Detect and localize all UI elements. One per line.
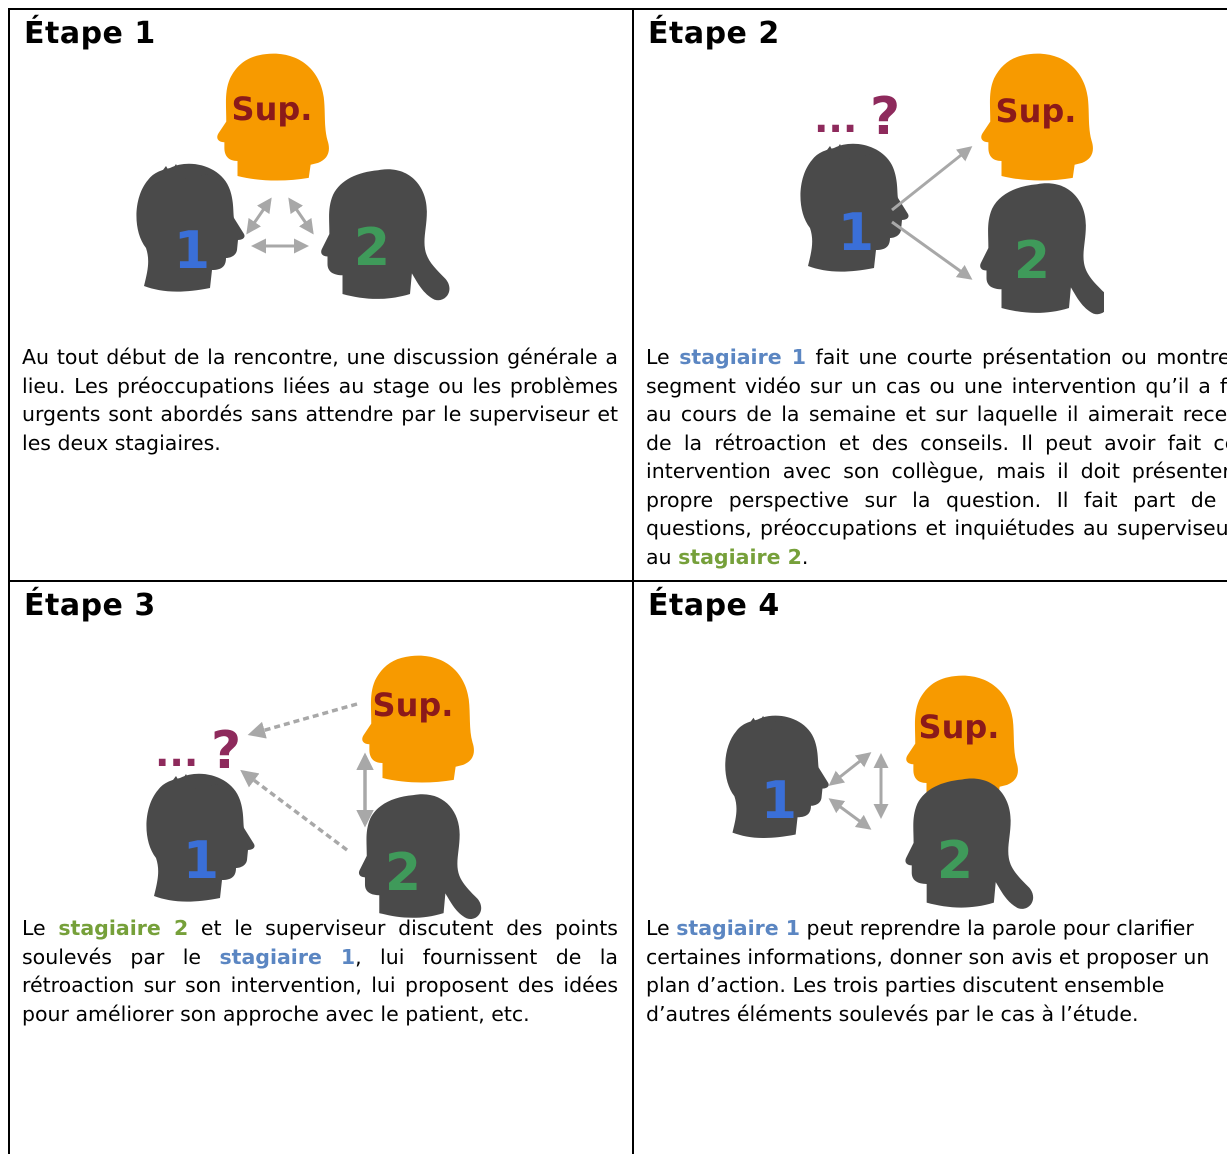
- discussion-arrows-icon: [246, 197, 314, 254]
- stagiaire-1-head-icon: 1: [800, 143, 909, 272]
- stagiaire-1-label: 1: [838, 203, 874, 263]
- step-2-text-c: .: [801, 544, 809, 569]
- step-3-description: Le stagiaire 2 et le superviseur discute…: [22, 914, 618, 1028]
- stagiaire-2-head-icon: 2: [905, 778, 1034, 909]
- stagiaire-1-label: 1: [183, 831, 219, 891]
- step-1-description: Au tout début de la rencontre, une discu…: [22, 345, 618, 455]
- stagiaire-2-head-icon: 2: [321, 169, 450, 301]
- feedback-arrows-icon: [240, 702, 374, 852]
- stagiaire-2-head-icon: 2: [980, 183, 1104, 315]
- step-3-text-b: et le superviseur discutent des points s…: [22, 916, 618, 969]
- step-2-illustration: ... ? 1 Sup. 2: [800, 53, 1104, 315]
- step-4-text-a: Le: [646, 916, 677, 940]
- discussion-arrows-icon: [828, 752, 889, 830]
- step-4-description: Le stagiaire 1 peut reprendre la parole …: [646, 914, 1226, 1028]
- stagiaire-1-head-icon: 1: [136, 163, 245, 292]
- step-2-description: Le stagiaire 1 fait une courte présentat…: [646, 343, 1227, 571]
- presentation-arrows-icon: [891, 146, 973, 280]
- thought-icon: ... ?: [155, 721, 241, 781]
- step-4-highlight-stagiaire-1: stagiaire 1: [676, 916, 801, 940]
- step-4-text-b: peut reprendre la parole pour clarifier …: [646, 916, 1210, 1026]
- thought-question-mark: ?: [211, 721, 241, 781]
- stagiaire-1-head-icon: 1: [146, 773, 255, 902]
- stagiaire-2-label: 2: [937, 831, 973, 891]
- step-3-title: Étape 3: [24, 588, 156, 623]
- supervisor-head-icon: Sup.: [981, 53, 1093, 181]
- table-middle-border: [8, 580, 1227, 582]
- step-2-text-b: fait une courte présentation ou montre u…: [646, 345, 1227, 569]
- step-2-text-clip: Le stagiaire 1 fait une courte présentat…: [634, 10, 1227, 580]
- step-3-text-a: Le: [22, 916, 59, 940]
- steps-table: Étape 1 Sup. 1 2 Au tout début de la ren…: [8, 8, 1227, 1162]
- thought-icon: ... ?: [814, 87, 900, 147]
- stagiaire-2-label: 2: [385, 843, 421, 903]
- stagiaire-2-head-icon: 2: [358, 794, 482, 920]
- thought-question-mark: ?: [870, 87, 900, 147]
- supervisor-head-icon: Sup.: [362, 655, 474, 783]
- stagiaire-2-label: 2: [354, 218, 390, 278]
- thought-dots: ...: [814, 97, 857, 141]
- stagiaire-1-head-icon: 1: [725, 715, 829, 838]
- step-3-illustration: ... ? 1 Sup. 2: [146, 655, 482, 920]
- stagiaire-1-label: 1: [174, 221, 210, 281]
- stagiaire-2-label: 2: [1014, 231, 1050, 291]
- supervisor-label: Sup.: [996, 92, 1077, 130]
- step-3-highlight-stagiaire-1: stagiaire 1: [219, 944, 356, 969]
- step-2-highlight-stagiaire-2: stagiaire 2: [678, 544, 802, 569]
- stagiaire-1-label: 1: [761, 771, 797, 831]
- supervisor-label: Sup.: [232, 90, 313, 128]
- step-1-cell: Étape 1 Sup. 1 2 Au tout début de la ren…: [10, 10, 632, 580]
- step-3-highlight-stagiaire-2: stagiaire 2: [58, 916, 189, 940]
- step-2-cell: Étape 2 ... ? 1 Sup. 2 L: [634, 10, 1227, 580]
- thought-dots: ...: [155, 731, 198, 775]
- step-1-illustration: Sup. 1 2: [136, 53, 450, 301]
- step-2-text-a: Le: [646, 345, 680, 369]
- step-4-cell: Étape 4 1 Sup. 2 Le stagiaire 1 peut rep…: [634, 582, 1227, 1154]
- supervisor-label: Sup.: [919, 708, 1000, 746]
- step-1-title: Étape 1: [24, 16, 156, 51]
- supervisor-head-icon: Sup.: [906, 675, 1018, 803]
- table-top-border: [8, 8, 1227, 10]
- supervisor-label: Sup.: [373, 686, 454, 724]
- step-2-highlight-stagiaire-1: stagiaire 1: [679, 345, 806, 369]
- step-3-cell: Étape 3 ... ? 1 Sup. 2: [10, 582, 632, 1154]
- step-2-title: Étape 2: [648, 16, 780, 51]
- step-4-illustration: 1 Sup. 2: [725, 675, 1034, 909]
- step-3-text-c: , lui fournissent de la rétroaction sur …: [22, 944, 618, 1026]
- step-4-title: Étape 4: [648, 588, 780, 623]
- supervisor-head-icon: Sup.: [217, 53, 329, 181]
- table-column-divider: [632, 8, 634, 1154]
